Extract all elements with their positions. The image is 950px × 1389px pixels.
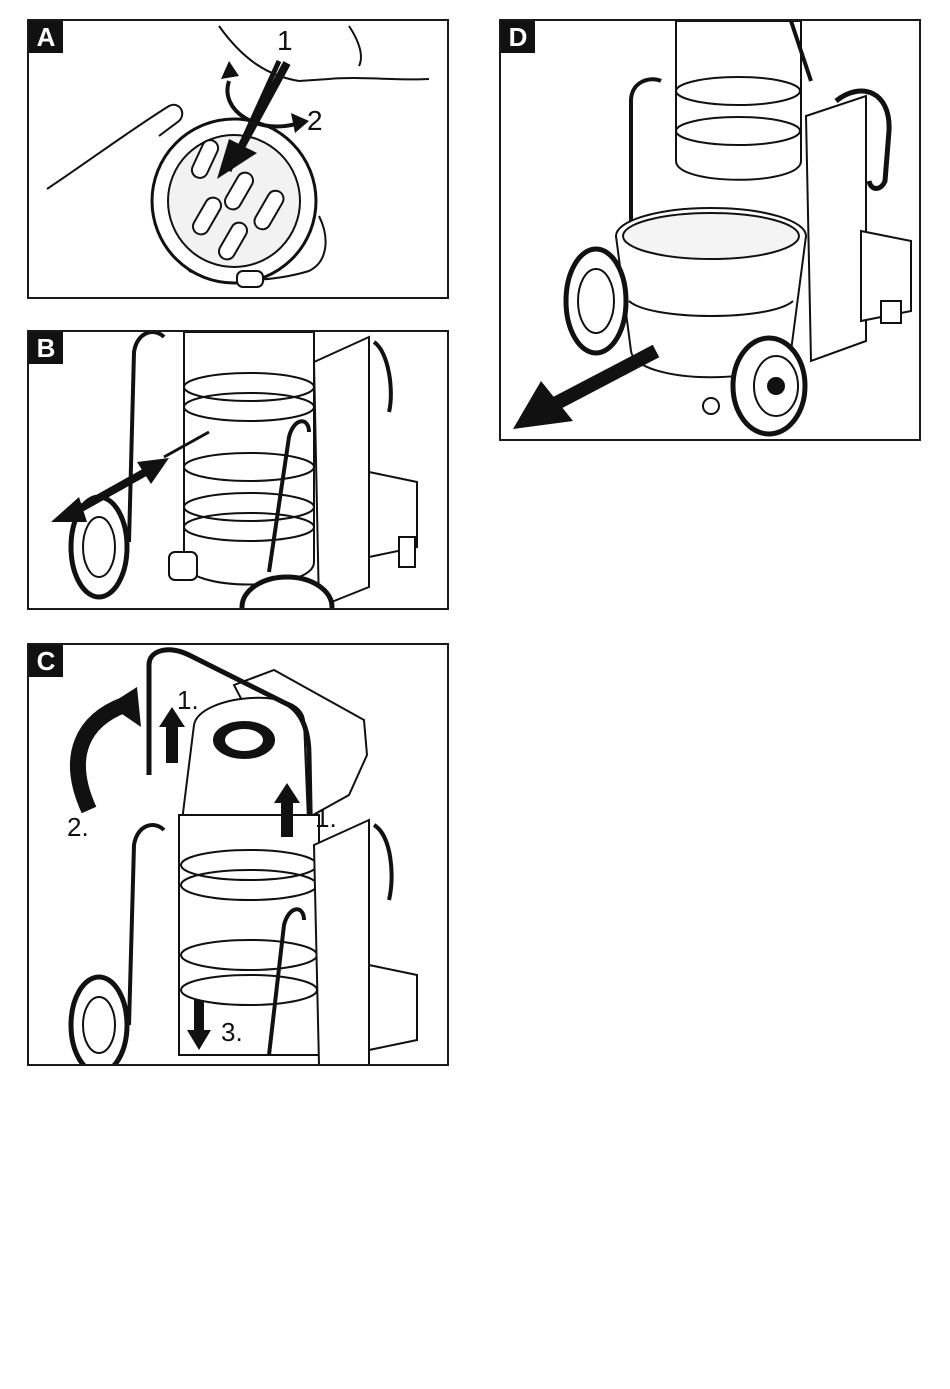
vacuum-cart-illustration (29, 332, 447, 608)
panel-label-d: D (501, 21, 535, 53)
step-1b-label: 1. (315, 803, 337, 834)
wheel-icon (566, 249, 626, 353)
figure-panel-b: B (27, 330, 449, 610)
step-2-label: 2. (67, 812, 89, 843)
figure-panel-c: C (27, 643, 449, 1066)
figure-panel-d: D (499, 19, 921, 441)
plug-illustration (29, 21, 447, 297)
figure-panel-a: A 1 2 (27, 19, 449, 299)
panel-label-b: B (29, 332, 63, 364)
step-3-label: 3. (221, 1017, 243, 1048)
panel-label-a: A (29, 21, 63, 53)
step-2-label: 2 (307, 105, 323, 137)
step-1-label: 1 (277, 25, 293, 57)
vacuum-cart-illustration (501, 21, 919, 439)
panel-label-c: C (29, 645, 63, 677)
step-1a-label: 1. (177, 685, 199, 716)
vacuum-cart-illustration (29, 645, 447, 1064)
